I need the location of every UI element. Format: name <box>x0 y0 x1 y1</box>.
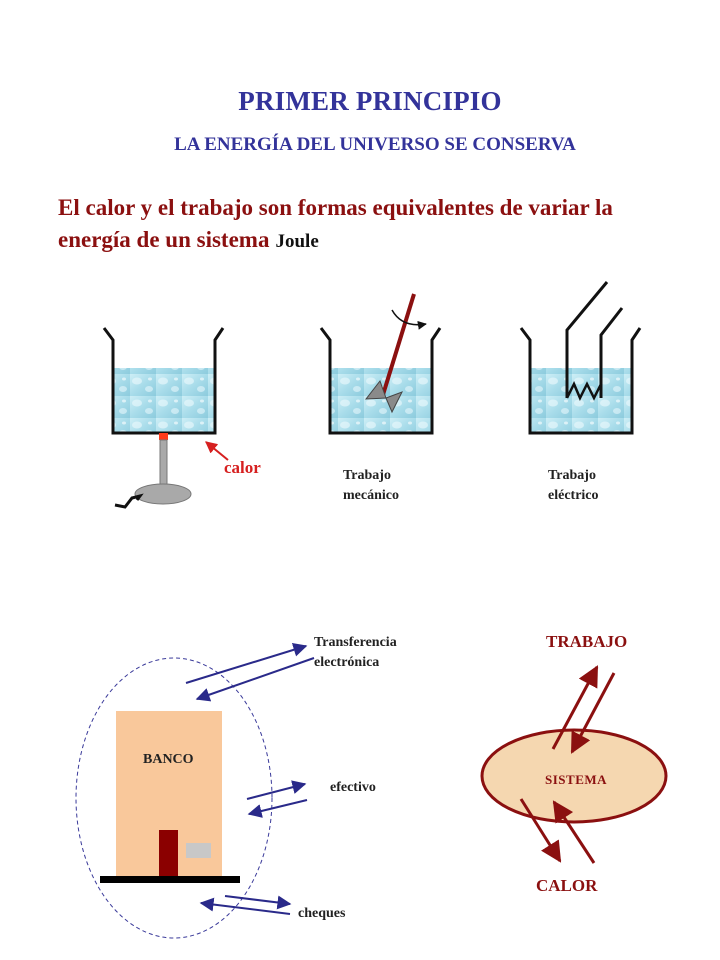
stirring-rod <box>380 293 416 399</box>
water <box>330 368 432 432</box>
cash-arrow-out <box>246 780 307 800</box>
principle-statement: El calor y el trabajo son formas equival… <box>58 192 678 258</box>
transfer-arrow-in <box>195 657 315 702</box>
work-label: TRABAJO <box>546 632 628 651</box>
burner-stem <box>159 439 168 491</box>
electrical-work-label: Trabajo eléctrico <box>548 468 599 503</box>
beaker-electrical <box>519 281 642 435</box>
heat-arrow-out <box>519 798 562 863</box>
water <box>113 368 215 432</box>
calor-label: CALOR <box>536 876 598 895</box>
joule-label: Joule <box>275 231 319 252</box>
mechanical-work-label: Trabajo mecánico <box>343 468 399 503</box>
checks-label: cheques <box>298 906 346 921</box>
system-diagram <box>480 665 668 864</box>
checks-arrow-in <box>199 897 291 915</box>
electrode-right <box>599 307 624 398</box>
beaker-heat <box>102 327 229 509</box>
transfer-label: Transferencia electrónica <box>314 635 397 670</box>
electrode-left <box>565 281 609 398</box>
beaker-mechanical <box>319 293 442 435</box>
page-title: PRIMER PRINCIPIO <box>238 86 502 116</box>
work-arrow-out <box>551 665 599 750</box>
bank-ground <box>100 876 240 883</box>
bank-analogy <box>75 643 315 939</box>
burner-base <box>134 483 192 505</box>
bank-label: BANCO <box>143 752 194 767</box>
system-ellipse <box>480 728 668 824</box>
flame <box>159 433 168 440</box>
water <box>530 368 632 432</box>
heat-arrow-in <box>552 800 596 864</box>
bank-boundary <box>75 657 273 939</box>
system-label: SISTEMA <box>545 772 608 787</box>
cash-arrow-in <box>247 799 308 818</box>
heat-label: calor <box>224 458 261 477</box>
work-arrow-in <box>570 672 616 754</box>
bank-window <box>186 843 211 858</box>
checks-arrow-out <box>224 895 292 910</box>
cash-label: efectivo <box>330 780 376 795</box>
paddle-right <box>385 391 404 414</box>
transfer-arrow-out <box>185 643 308 684</box>
page-subtitle: LA ENERGÍA DEL UNIVERSO SE CONSERVA <box>174 134 576 155</box>
statement-text: El calor y el trabajo son formas equival… <box>58 195 613 252</box>
rotation-arrow <box>391 309 427 330</box>
heat-arrow <box>205 441 229 461</box>
beaker-outline <box>319 327 442 435</box>
burner-hose <box>114 493 144 509</box>
paddle-left <box>364 379 387 400</box>
beaker-outline <box>519 327 642 435</box>
bank-door <box>159 830 178 877</box>
resistor-coil <box>565 381 603 401</box>
